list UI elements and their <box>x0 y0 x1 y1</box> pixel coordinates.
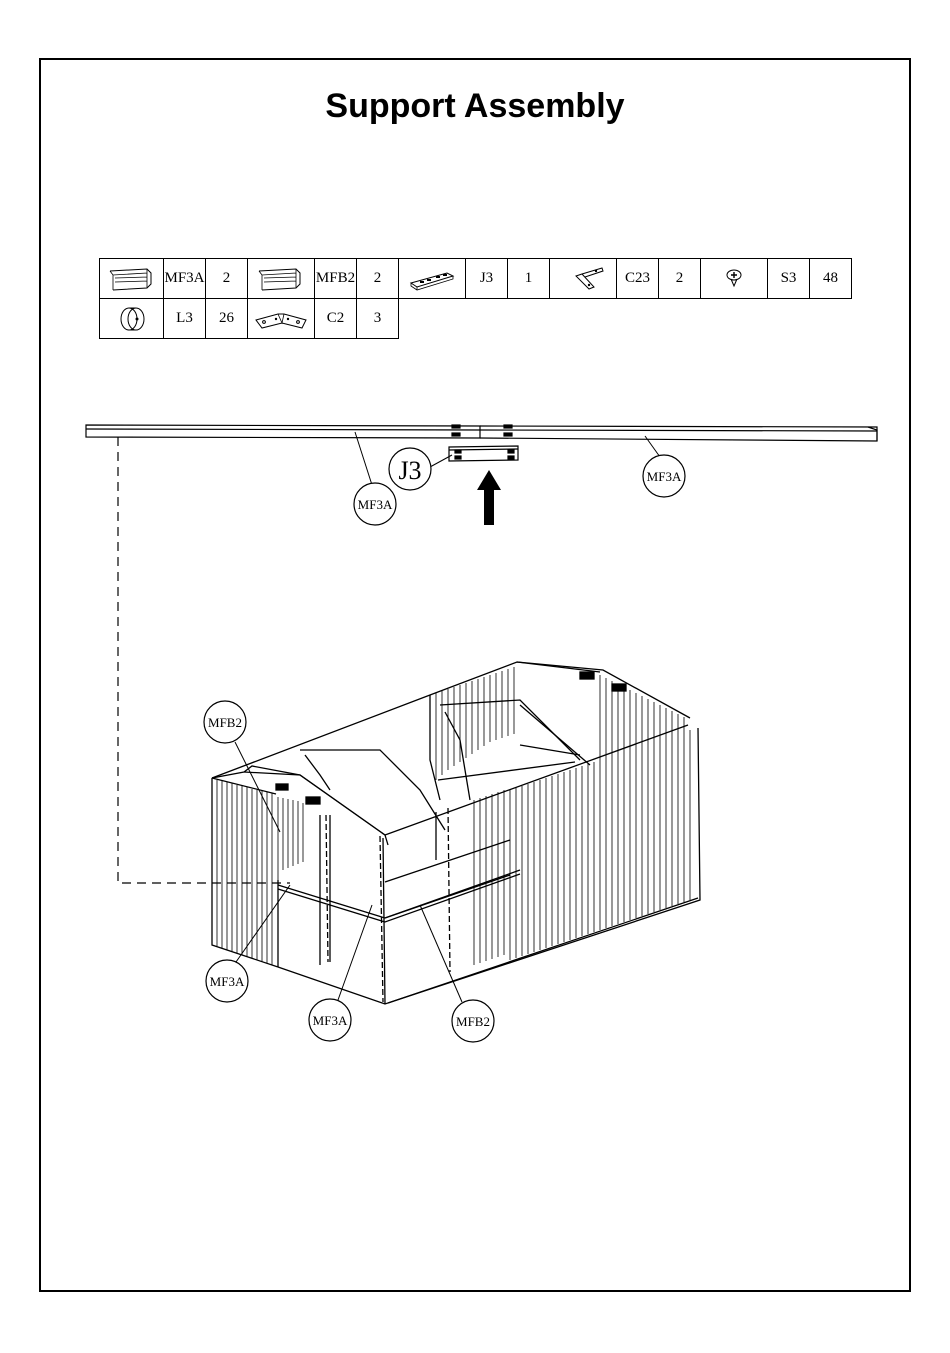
callout-label: MF3A <box>647 469 682 484</box>
up-arrow-icon <box>477 470 501 525</box>
callout-label: MF3A <box>358 497 393 512</box>
callout-label: J3 <box>398 456 421 485</box>
mf3a-rail-top <box>86 425 877 441</box>
shed-illustration <box>212 662 700 1004</box>
callout-mf3a-top-right: MF3A <box>643 436 685 497</box>
j3-joint-plate <box>449 446 518 461</box>
callout-label: MFB2 <box>456 1014 490 1029</box>
callout-mf3a-bottom-mid: MF3A <box>309 905 372 1041</box>
dashed-guide-line <box>118 437 290 883</box>
callout-mfb2-bottom: MFB2 <box>420 905 494 1042</box>
callout-label: MF3A <box>313 1013 348 1028</box>
callout-label: MFB2 <box>208 715 242 730</box>
callout-mf3a-top-left: MF3A <box>354 432 396 525</box>
callout-label: MF3A <box>210 974 245 989</box>
callout-j3: J3 <box>389 448 452 490</box>
